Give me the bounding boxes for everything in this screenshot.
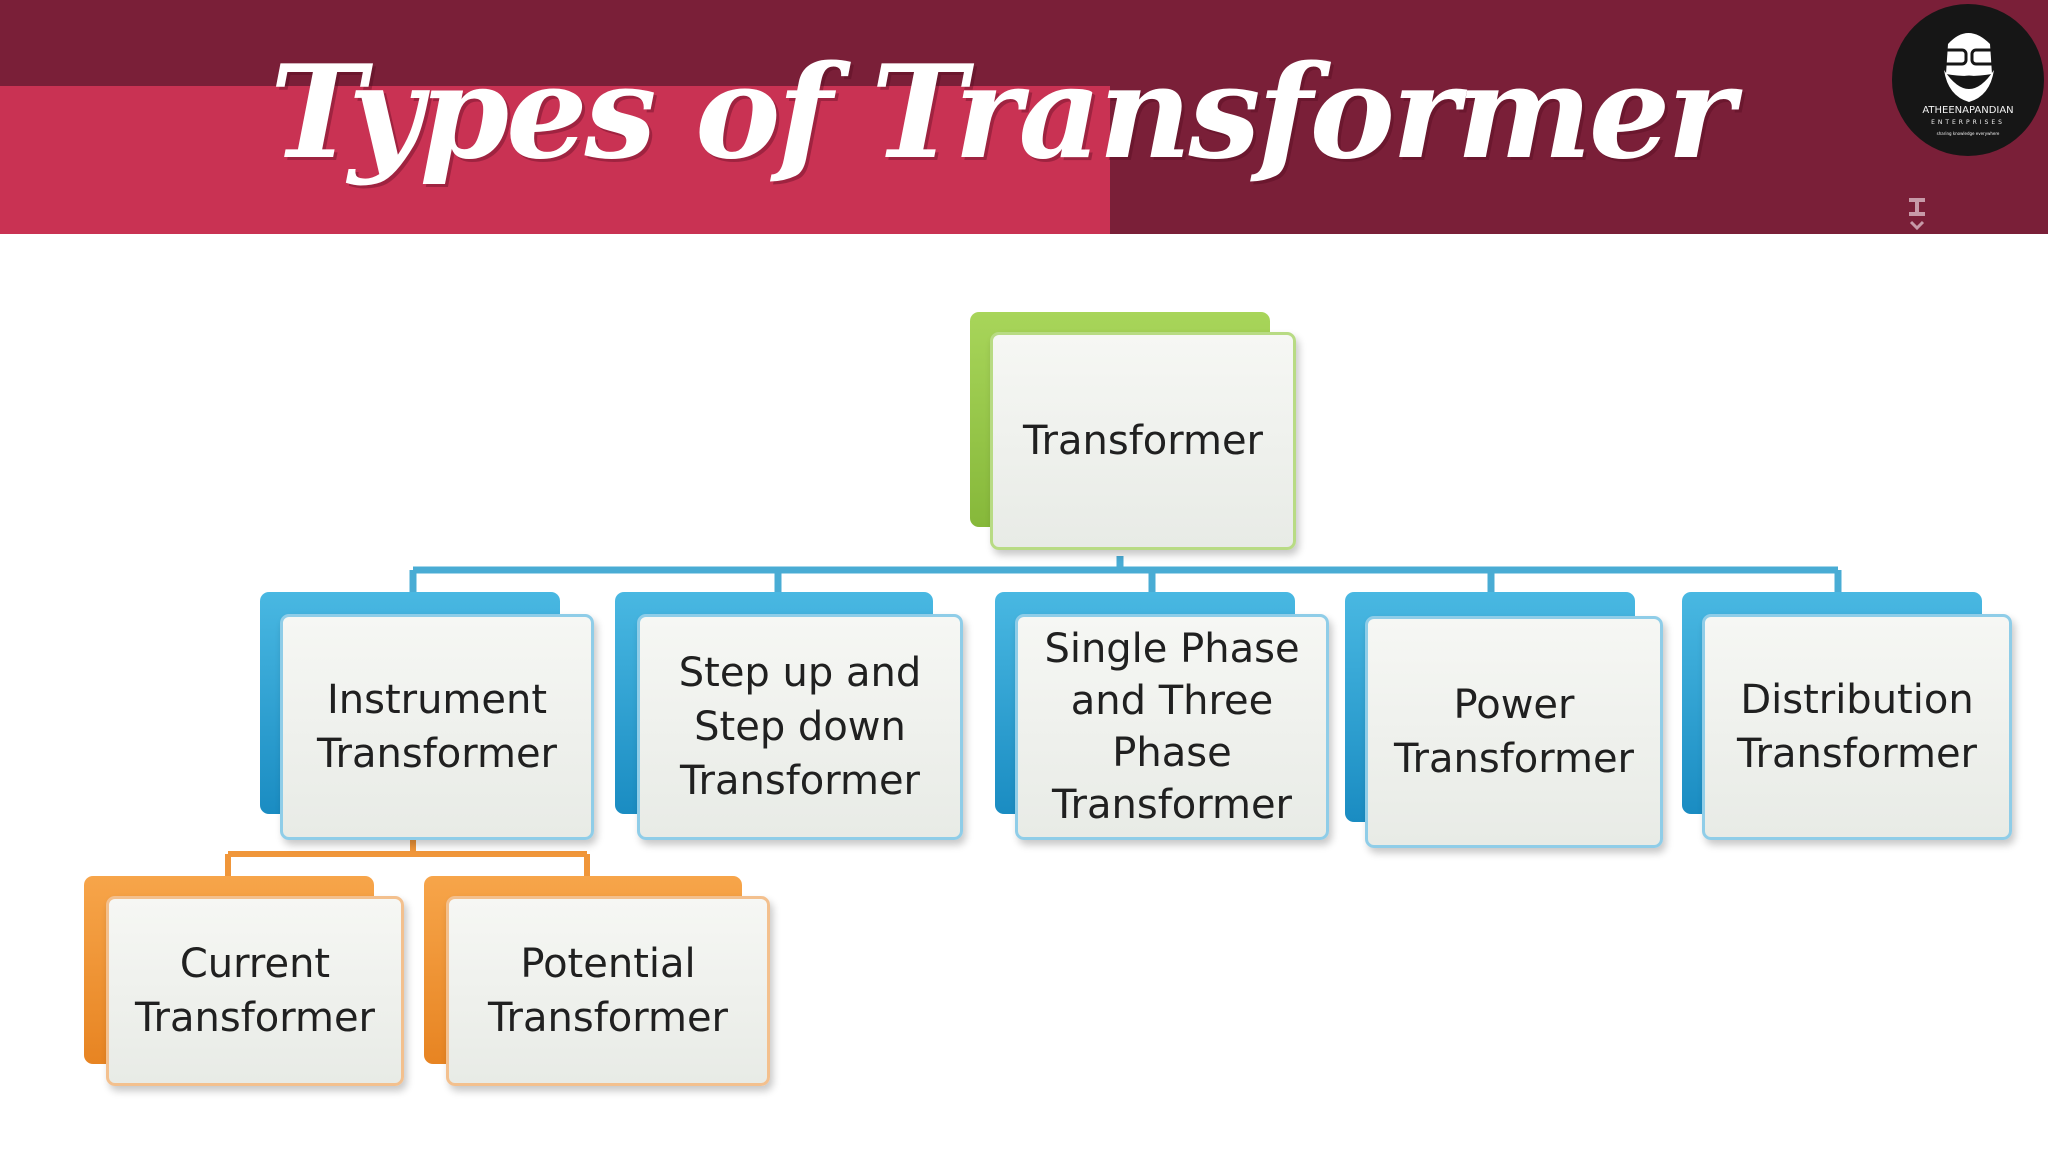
node-instrument-transformer: Instrument Transformer: [260, 592, 595, 842]
node-label: Instrument Transformer: [280, 614, 594, 840]
node-potential-transformer: Potential Transformer: [424, 876, 772, 1088]
node-label: Distribution Transformer: [1702, 614, 2012, 840]
brand-logo: ATHEENAPANDIAN ENTERPRISES sharing knowl…: [1892, 4, 2044, 156]
connector-lines: [225, 556, 1842, 876]
node-label: Transformer: [990, 332, 1296, 550]
node-label: Single Phase and Three Phase Transformer: [1015, 614, 1329, 840]
level1-connectors: [409, 556, 1842, 592]
node-current-transformer: Current Transformer: [84, 876, 406, 1088]
transformer-types-diagram: Transformer Instrument Transformer Step …: [0, 234, 2048, 1152]
expand-tab-icon[interactable]: [1903, 196, 1931, 234]
node-distribution-transformer: Distribution Transformer: [1682, 592, 2014, 842]
node-label: Power Transformer: [1365, 616, 1663, 848]
bearded-man-with-glasses-icon: [1940, 33, 1998, 102]
node-single-three-phase-transformer: Single Phase and Three Phase Transformer: [995, 592, 1330, 842]
node-power-transformer: Power Transformer: [1345, 592, 1665, 850]
logo-name: ATHEENAPANDIAN: [1922, 105, 2014, 116]
title-banner: Types of Transformer ATHEENAPANDIAN ENTE…: [0, 0, 2048, 234]
logo-subtitle: ENTERPRISES: [1931, 119, 2005, 126]
page-title: Types of Transformer: [270, 38, 1735, 188]
node-label: Step up and Step down Transformer: [637, 614, 963, 840]
node-step-up-step-down-transformer: Step up and Step down Transformer: [615, 592, 965, 842]
banner-accent-strip: [0, 86, 1110, 234]
logo-tagline: sharing knowledge everywhere: [1936, 131, 2000, 136]
node-transformer: Transformer: [970, 312, 1300, 552]
level2-connectors: [225, 840, 590, 876]
node-label: Potential Transformer: [446, 896, 770, 1086]
node-label: Current Transformer: [106, 896, 404, 1086]
